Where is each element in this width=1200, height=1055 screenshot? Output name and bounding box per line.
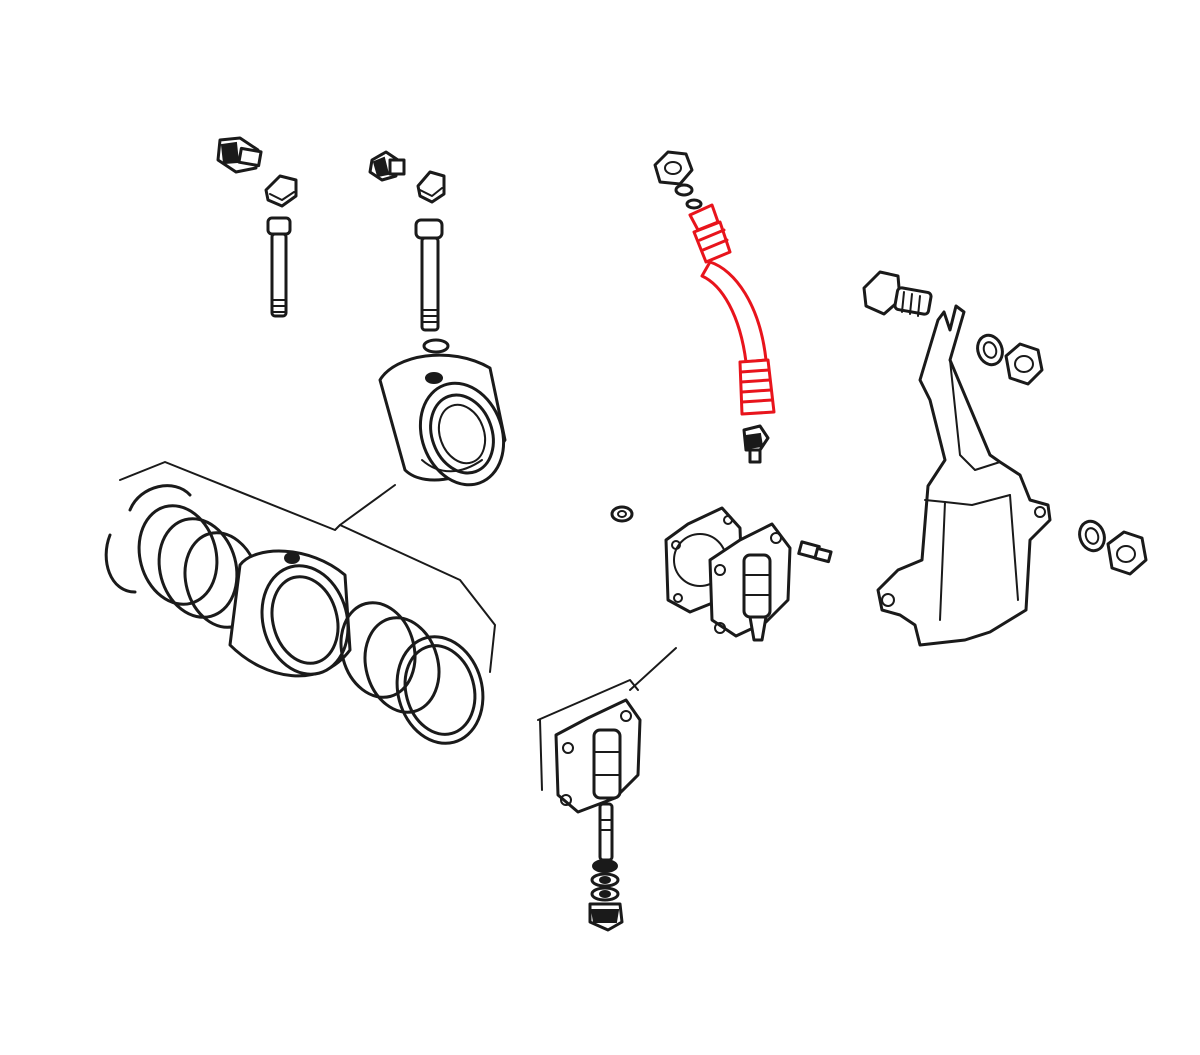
wheel-cylinder-lower[interactable] — [554, 698, 642, 814]
cap-nut-left[interactable] — [264, 174, 298, 208]
wheel-cylinder[interactable] — [708, 522, 792, 642]
bolt-center[interactable] — [368, 150, 406, 182]
leader-line-cylinder — [629, 647, 677, 691]
brake-hose-fitting[interactable] — [742, 424, 770, 464]
brake-hose[interactable] — [688, 203, 776, 416]
snap-ring-right[interactable] — [385, 627, 494, 753]
push-rod-lower[interactable] — [598, 802, 614, 862]
splash-shield-bracket[interactable] — [876, 304, 1052, 647]
o-ring-center[interactable] — [422, 338, 450, 354]
gasket-washer[interactable] — [610, 505, 634, 523]
bushing-sleeve-lower[interactable] — [228, 549, 360, 684]
washer-stack-lower[interactable] — [590, 859, 620, 902]
bolt-lower[interactable] — [588, 902, 624, 932]
coil-spring-right[interactable] — [331, 594, 449, 720]
lock-washer-right-lower[interactable] — [1076, 518, 1109, 554]
cap-nut-center[interactable] — [416, 170, 446, 204]
brake-hose-nut[interactable] — [653, 150, 703, 210]
bolt-right[interactable] — [862, 270, 933, 317]
snap-ring-left[interactable] — [104, 484, 192, 594]
nut-right-lower[interactable] — [1106, 530, 1148, 576]
leader-line-bushing — [339, 484, 396, 526]
bushing-housing-upper[interactable] — [378, 353, 517, 496]
bleeder-screw[interactable] — [797, 540, 833, 564]
bracket-outline-lower — [537, 679, 639, 791]
bolt-left[interactable] — [216, 136, 263, 174]
lock-washer-right-upper[interactable] — [974, 332, 1007, 368]
king-pin-left[interactable] — [266, 216, 292, 318]
king-pin-center[interactable] — [414, 218, 444, 332]
bracket-outline-left — [119, 461, 496, 673]
nut-right-upper[interactable] — [1004, 342, 1044, 386]
